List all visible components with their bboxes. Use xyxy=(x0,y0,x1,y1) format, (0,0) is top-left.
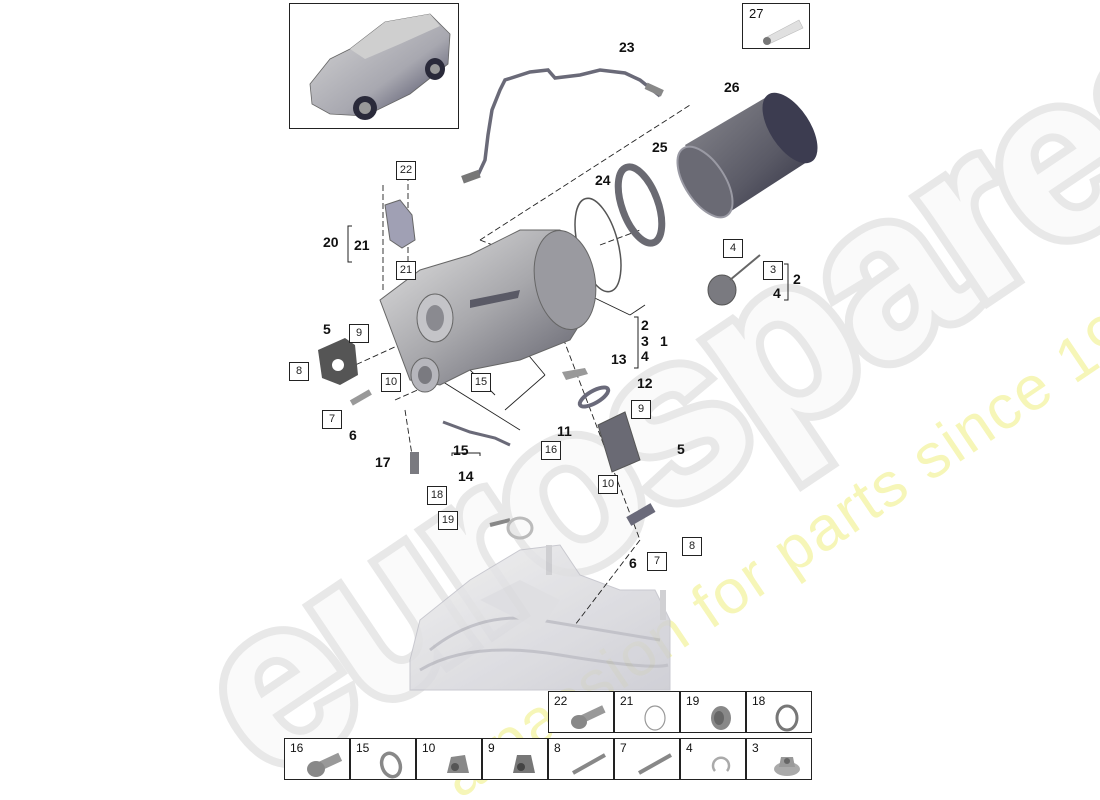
ref-box-9-right[interactable]: 9 xyxy=(631,400,651,419)
ref-box-10-left[interactable]: 10 xyxy=(381,373,401,392)
callout-23: 23 xyxy=(619,39,635,55)
seal-ring-icon xyxy=(775,704,799,732)
ref-box-9-left[interactable]: 9 xyxy=(349,324,369,343)
part-number: 16 xyxy=(290,741,304,755)
callout-2a: 2 xyxy=(641,317,649,333)
callout-5-right: 5 xyxy=(677,441,685,457)
plug-icon xyxy=(711,706,731,730)
ref-box-22[interactable]: 22 xyxy=(396,161,416,180)
turbocharger-1 xyxy=(379,229,597,393)
callout-3a: 3 xyxy=(641,333,649,349)
ref-box-8-right[interactable]: 8 xyxy=(682,537,702,556)
sealant-tube-icon xyxy=(763,19,804,45)
part-number: 4 xyxy=(686,741,693,755)
callout-14: 14 xyxy=(458,468,474,484)
part-number: 19 xyxy=(686,694,700,708)
ref-box-18[interactable]: 18 xyxy=(427,486,447,505)
flange-nut-icon xyxy=(774,757,800,776)
o-ring-icon xyxy=(644,705,666,731)
part-number: 18 xyxy=(752,694,766,708)
circlip-icon xyxy=(711,756,731,772)
callout-20: 20 xyxy=(323,234,339,250)
engine-block xyxy=(409,544,671,691)
ref-box-16[interactable]: 16 xyxy=(541,441,561,460)
ref-box-8-left[interactable]: 8 xyxy=(289,362,309,381)
grid-part-18[interactable]: 18 xyxy=(746,691,812,733)
callout-17: 17 xyxy=(375,454,391,470)
stud-icon xyxy=(638,753,672,775)
ref-box-21[interactable]: 21 xyxy=(396,261,416,280)
sleeve-11 xyxy=(597,411,641,473)
callout-13: 13 xyxy=(611,351,627,367)
suv-icon xyxy=(309,13,451,120)
stud-icon xyxy=(572,753,606,775)
seal-ring-icon xyxy=(379,751,403,779)
callout-6-left: 6 xyxy=(349,427,357,443)
callout-2b: 2 xyxy=(793,271,801,287)
grid-part-22[interactable]: 22 xyxy=(548,691,614,733)
vehicle-thumbnail xyxy=(289,3,459,129)
callout-5-left: 5 xyxy=(323,321,331,337)
ref-box-7-right[interactable]: 7 xyxy=(647,552,667,571)
part-number: 3 xyxy=(752,741,759,755)
ref-box-15[interactable]: 15 xyxy=(471,373,491,392)
callout-11: 11 xyxy=(557,423,572,439)
part-number: 9 xyxy=(488,741,495,755)
callout-4b: 4 xyxy=(773,285,781,301)
callout-26: 26 xyxy=(724,79,740,95)
catalytic-converter-26 xyxy=(676,92,818,219)
part-number: 22 xyxy=(554,694,568,708)
grid-part-4[interactable]: 4 xyxy=(680,738,746,780)
grid-part-15[interactable]: 15 xyxy=(350,738,416,780)
callout-12: 12 xyxy=(637,375,653,391)
part-number: 21 xyxy=(620,694,634,708)
callout-4a: 4 xyxy=(641,348,649,364)
callout-1: 1 xyxy=(660,333,668,349)
part-number: 8 xyxy=(554,741,561,755)
grid-part-7[interactable]: 7 xyxy=(614,738,680,780)
grid-part-19[interactable]: 19 xyxy=(680,691,746,733)
grid-part-10[interactable]: 10 xyxy=(416,738,482,780)
ref-box-4[interactable]: 4 xyxy=(723,239,743,258)
grid-part-16[interactable]: 16 xyxy=(284,738,350,780)
lambda-sensor-23 xyxy=(465,68,662,180)
part-number: 7 xyxy=(620,741,627,755)
part-number: 27 xyxy=(749,6,764,21)
part-number: 10 xyxy=(422,741,436,755)
nut-icon xyxy=(513,755,535,773)
grid-part-9[interactable]: 9 xyxy=(482,738,548,780)
ref-box-19[interactable]: 19 xyxy=(438,511,458,530)
nut-icon xyxy=(447,755,469,773)
pressure-sensor-21 xyxy=(384,199,416,249)
callout-25: 25 xyxy=(652,139,668,155)
callout-15: 15 xyxy=(453,442,469,458)
torx-bolt-icon xyxy=(571,705,606,729)
ref-box-7-left[interactable]: 7 xyxy=(322,410,342,429)
part-27-thumbnail[interactable]: 27 xyxy=(742,3,810,49)
callout-21: 21 xyxy=(354,237,370,253)
callout-24: 24 xyxy=(595,172,611,188)
callout-6-right: 6 xyxy=(629,555,637,571)
ref-box-3[interactable]: 3 xyxy=(763,261,783,280)
ref-box-10-right[interactable]: 10 xyxy=(598,475,618,494)
grid-part-3[interactable]: 3 xyxy=(746,738,812,780)
torx-bolt-icon xyxy=(307,752,343,777)
part-number: 15 xyxy=(356,741,370,755)
grid-part-8[interactable]: 8 xyxy=(548,738,614,780)
grid-part-21[interactable]: 21 xyxy=(614,691,680,733)
